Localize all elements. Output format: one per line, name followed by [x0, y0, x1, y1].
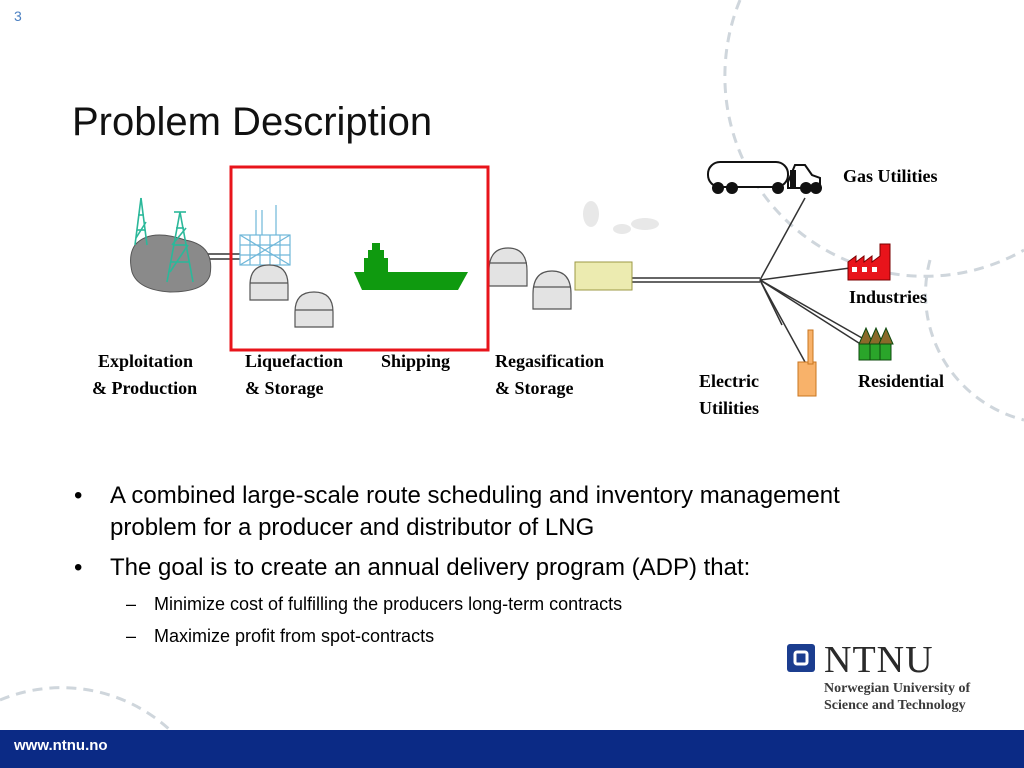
stage-label-regasification: Regasification & Storage: [495, 351, 604, 398]
bullet-marker: •: [74, 554, 83, 581]
consumer-label-gas-utilities: Gas Utilities: [843, 166, 938, 186]
bullet-marker: •: [74, 482, 83, 509]
bullet-list: • A combined large-scale route schedulin…: [72, 480, 872, 656]
consumer-label-electric-utilities: Electric Utilities: [699, 371, 759, 418]
pipeline-connectors: [205, 253, 760, 283]
consumer-label-industries: Industries: [849, 287, 928, 307]
sub-bullet-marker: –: [126, 594, 137, 614]
sub-bullet-item: – Minimize cost of fulfilling the produc…: [126, 594, 623, 614]
ntnu-logo-text: NTNU: [824, 639, 934, 681]
distribution-lines: [759, 197, 863, 363]
liquefaction-plant-icon: [239, 205, 291, 266]
factory-icon: [847, 243, 891, 281]
page-title: Problem Description: [72, 100, 433, 144]
highlight-box: [229, 165, 490, 352]
residential-houses-icon: [858, 326, 894, 361]
footer-link[interactable]: www.ntnu.no: [14, 737, 108, 754]
ntnu-logo-subtitle: Norwegian University of Science and Tech…: [824, 681, 971, 713]
bullet-item: • A combined large-scale route schedulin…: [74, 482, 840, 541]
power-plant-icon: [797, 329, 817, 397]
footer-bar: [0, 730, 1024, 768]
stage-label-liquefaction: Liquefaction & Storage: [245, 351, 344, 398]
smoke-icon: [583, 201, 659, 234]
bullet-item: • The goal is to create an annual delive…: [72, 552, 872, 584]
storage-tank-icon: [249, 247, 572, 328]
oil-platform-icon: [130, 197, 212, 293]
consumer-label-residential: Residential: [858, 371, 945, 391]
lng-ship-icon: [354, 243, 468, 290]
regasification-terminal-icon: [574, 261, 633, 291]
sub-bullet-marker: –: [126, 626, 137, 646]
sub-bullet-item: – Maximize profit from spot-contracts: [126, 626, 435, 646]
gas-tanker-truck-icon: [707, 161, 822, 194]
slide-number: 3: [14, 8, 22, 24]
ntnu-logo-icon: [787, 644, 815, 672]
stage-label-exploitation: Exploitation & Production: [92, 351, 198, 398]
stage-label-shipping: Shipping: [381, 351, 451, 371]
